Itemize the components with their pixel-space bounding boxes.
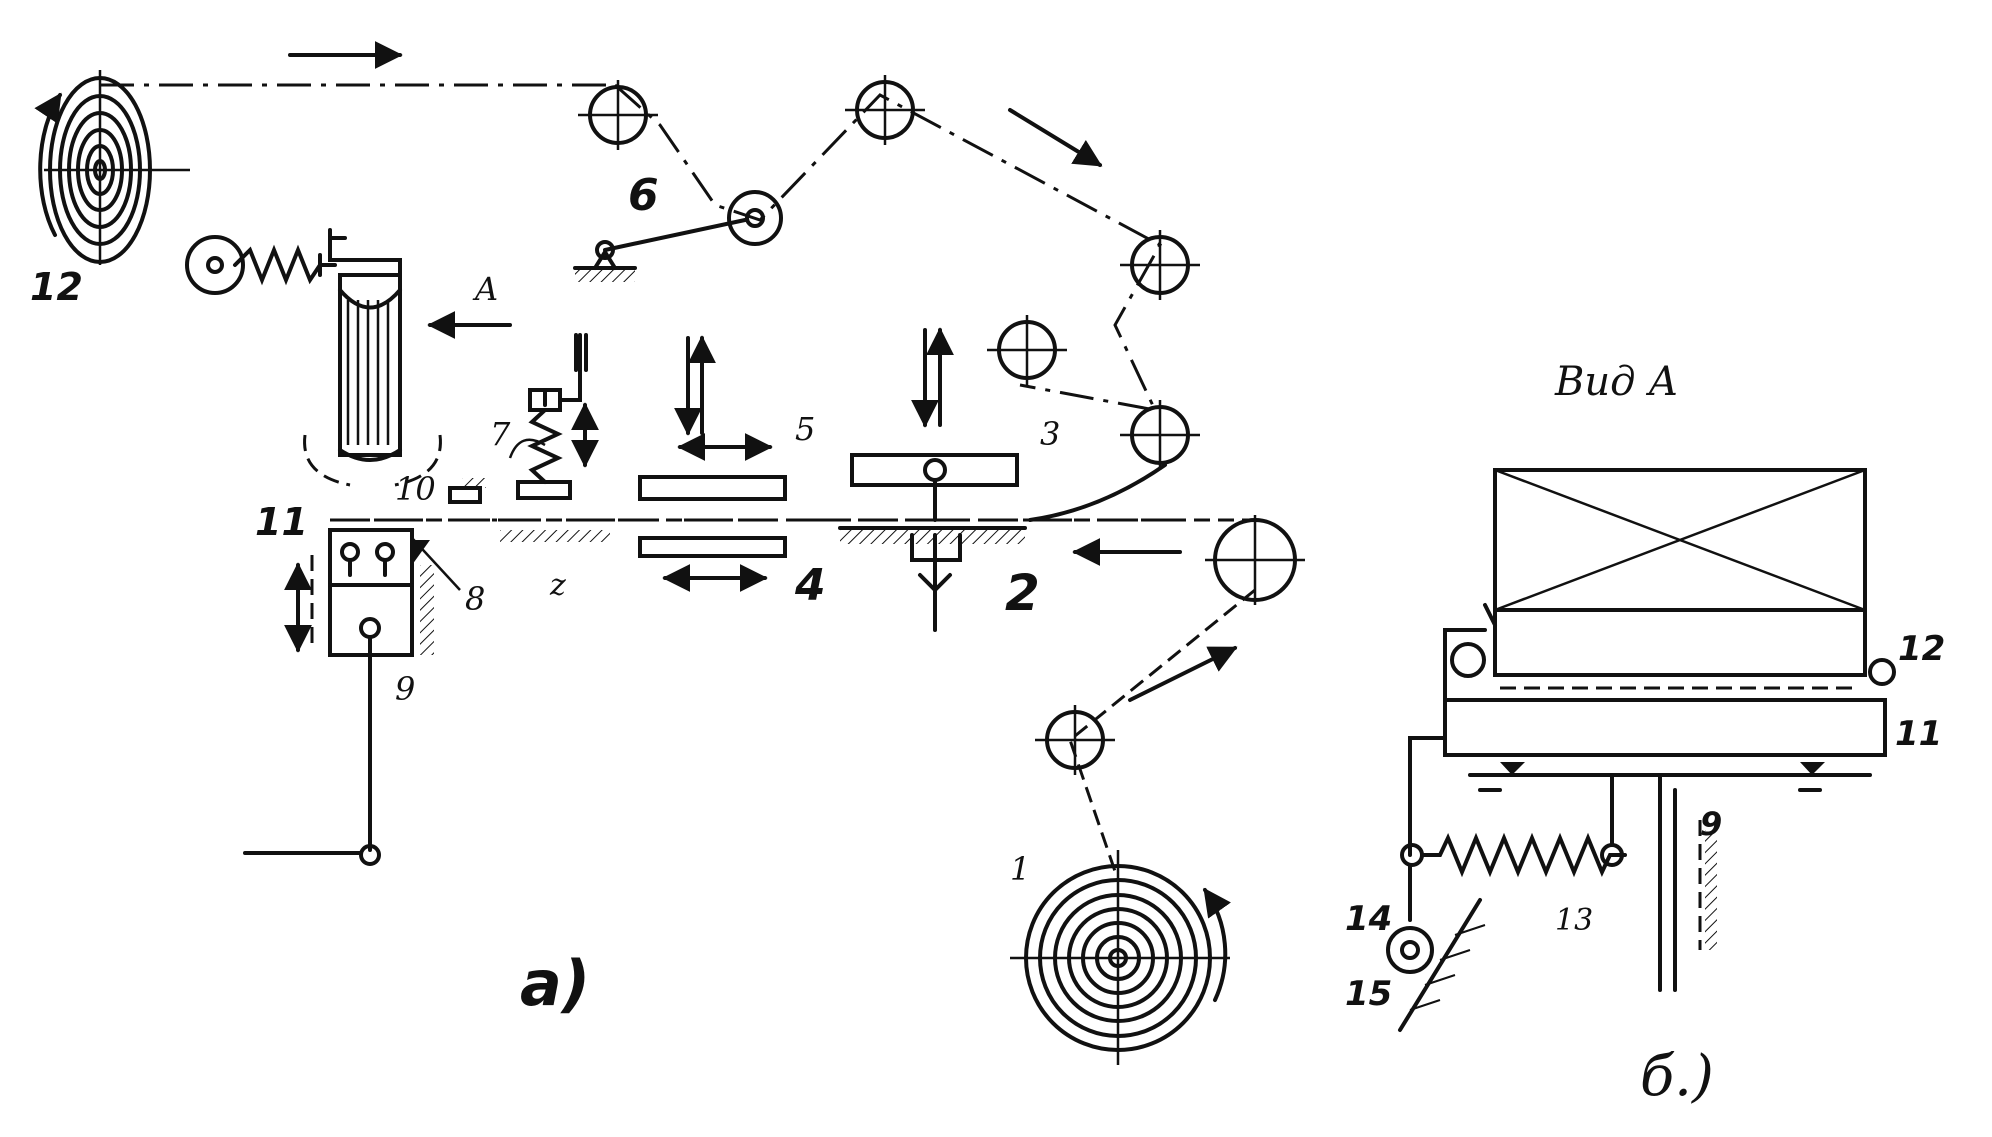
guide-roller-right-2	[987, 315, 1067, 385]
label-2: 2	[1005, 564, 1040, 622]
slide-9	[243, 528, 461, 866]
label-6: 6	[628, 170, 659, 221]
label-1: 1	[1010, 850, 1030, 888]
label-view-arrow: A	[472, 270, 498, 308]
spring-13	[1400, 773, 1627, 878]
labels-drawing-b: 9 11 12 13 14 15 б.)	[1345, 629, 1945, 1109]
dancer-arm-6	[573, 190, 783, 282]
caption-a: a)	[520, 947, 590, 1020]
label-5: 5	[795, 410, 815, 448]
feed-gripper	[185, 228, 442, 487]
label-3: 3	[1040, 415, 1060, 453]
guide-roller-upper-2	[845, 75, 925, 145]
guide-roller-right-3	[1120, 400, 1200, 470]
heat-plate-4	[638, 536, 787, 592]
label-r11: 11	[1895, 714, 1942, 754]
label-11: 11	[255, 500, 308, 544]
table-2	[500, 526, 1027, 632]
label-r13: 13	[1555, 903, 1593, 938]
label-7: 7	[490, 415, 511, 453]
labels-drawing-a: 12 6 7 10 11 z 5 3 4 2 8 9 1 a)	[30, 170, 1060, 1020]
caption-b: б.)	[1640, 1044, 1714, 1109]
clamp-frame	[1408, 603, 1896, 857]
film-deflector	[1028, 463, 1167, 522]
label-r15: 15	[1345, 974, 1392, 1014]
guide-roller-lower-1	[1205, 515, 1305, 605]
label-8: 8	[465, 580, 485, 618]
guide-roller-right-1	[1120, 230, 1200, 300]
label-z: z	[549, 568, 566, 603]
product-stack	[1493, 468, 1867, 690]
lower-film-path	[330, 518, 1256, 881]
label-9: 9	[395, 670, 415, 708]
label-r14: 14	[1345, 899, 1392, 939]
guide-roller-lower-2	[1035, 705, 1115, 775]
label-r9: 9	[1700, 805, 1722, 843]
stop-10	[448, 478, 486, 504]
rod-9-view	[1658, 773, 1717, 992]
label-12: 12	[30, 265, 83, 309]
label-4: 4	[794, 560, 826, 611]
upper-roll-12	[34, 70, 190, 265]
lower-roll-1	[1010, 850, 1231, 1065]
label-r12: 12	[1898, 629, 1945, 669]
knife-7	[508, 333, 599, 500]
view-a-title: Вид А	[1554, 359, 1679, 405]
roller-14	[1386, 863, 1486, 1032]
heat-plate-5	[638, 335, 787, 501]
guide-roller-upper-1	[578, 80, 658, 150]
press-3	[850, 327, 1019, 522]
label-10: 10	[395, 470, 436, 508]
upper-film-path	[100, 41, 1180, 522]
